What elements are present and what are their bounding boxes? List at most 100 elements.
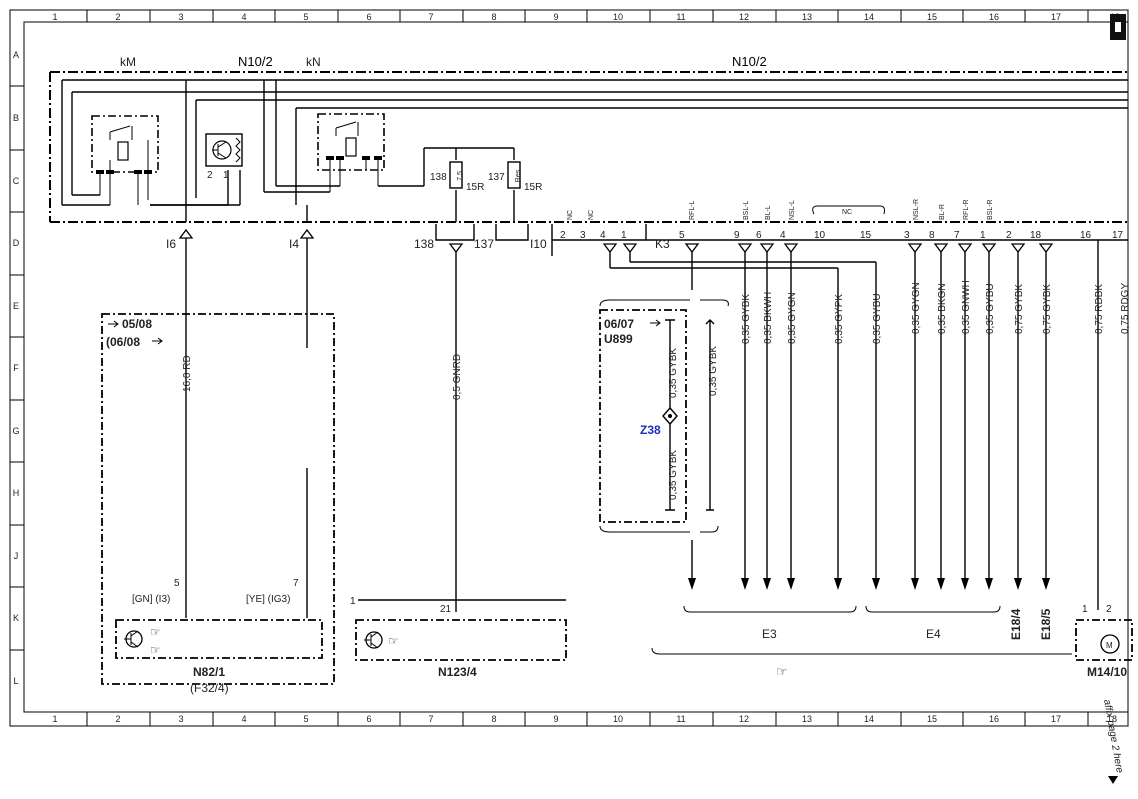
connector-138-icon	[448, 243, 464, 254]
grid-col-3: 3	[178, 12, 183, 22]
grid-col-5: 5	[303, 12, 308, 22]
relay-pin-1: 1	[223, 170, 229, 181]
z38-label: Z38	[640, 423, 661, 437]
grid-row-k: K	[13, 613, 19, 623]
pin-label-nc1: NC	[567, 210, 574, 220]
wire-05gnrd: 0,5 GNRD	[452, 354, 463, 400]
wire-12: 0,75 RDBK	[1094, 284, 1105, 334]
u899-wire-c: 0,35 GYBK	[708, 346, 719, 396]
wire-2: 0,35 BKWH	[763, 292, 774, 344]
grid-row-l: L	[13, 676, 18, 686]
grid-col-3-bottom: 3	[178, 714, 183, 724]
m14-pin-2: 2	[1106, 604, 1112, 615]
pin-16: 16	[1080, 230, 1092, 241]
m14-10-name: M14/10	[1087, 665, 1127, 679]
pin-6: 6	[756, 230, 762, 241]
connector-138: 138	[414, 237, 434, 251]
pin-4a: 4	[600, 230, 606, 241]
wire-3: 0,35 GYGN	[787, 292, 798, 344]
grid-row-e: E	[13, 301, 19, 311]
u899-wire-b: 0,35 GYBK	[668, 450, 679, 500]
grid-row-c: C	[13, 176, 20, 186]
grid-col-17-bottom: 17	[1051, 714, 1061, 724]
fuse-138-num: 138	[430, 172, 447, 183]
n82-to-date: (06/08	[106, 335, 140, 349]
pin-9: 9	[734, 230, 740, 241]
grid-col-4: 4	[241, 12, 246, 22]
u899-date: 06/07	[604, 317, 634, 331]
n82-pin-5: 5	[174, 578, 180, 589]
group-e18-5: E18/5	[1039, 608, 1053, 640]
fuse-138	[449, 161, 463, 189]
pin-label-nc2: NC	[588, 210, 595, 220]
grid-col-18-bottom: 18	[1107, 714, 1117, 724]
grid-col-12: 12	[739, 12, 749, 22]
grid-col-1: 1	[52, 12, 57, 22]
internal-wiring	[61, 79, 1128, 222]
grid-row-f: F	[13, 363, 19, 373]
grid-col-11: 11	[676, 12, 685, 22]
pin-4b: 4	[780, 230, 786, 241]
group-e3: E3	[762, 627, 777, 641]
pin-labels: NC NC RFL-L BSL-L BL-L NSL-L NC NSL-R BL…	[567, 199, 994, 220]
wire-13: 0,75 RDGY	[1120, 283, 1131, 334]
pin-3: 3	[580, 230, 586, 241]
down-arrow-icon	[1108, 776, 1118, 784]
wire-11: 0,75 GYBK	[1042, 284, 1053, 334]
transistor-module-icon	[205, 133, 243, 167]
grid-col-13: 13	[802, 12, 812, 22]
pin-label-rfl-r: RFL-R	[963, 199, 970, 220]
relay-pin-2: 2	[207, 170, 213, 181]
sheet-frame	[9, 9, 1129, 727]
grid-col-7-bottom: 7	[428, 714, 433, 724]
grid-col-5-bottom: 5	[303, 714, 308, 724]
pin-10: 10	[814, 230, 826, 241]
pin-17: 17	[1112, 230, 1124, 241]
grid-col-10-bottom: 10	[613, 714, 623, 724]
grid-row-g: G	[12, 426, 19, 436]
grid-col-1-bottom: 1	[52, 714, 57, 724]
fuse-138-value: 7,5	[457, 171, 464, 181]
pin-7: 7	[954, 230, 960, 241]
pin-label-bsl-l: BSL-L	[743, 200, 750, 220]
group-e18-4: E18/4	[1009, 608, 1023, 640]
wire-10: 0,75 GYBK	[1014, 284, 1025, 334]
connector-137: 137	[474, 237, 494, 251]
m14-pin-1: 1	[1082, 604, 1088, 615]
pin-15: 15	[860, 230, 872, 241]
grid-col-15: 15	[927, 12, 937, 22]
fuse-137-rel: 15R	[524, 182, 542, 193]
grid-col-11-bottom: 11	[676, 714, 685, 724]
grid-row-d: D	[13, 238, 20, 248]
n123-4-name: N123/4	[438, 665, 477, 679]
n82-1-sub: (F32/4)	[190, 681, 229, 695]
grid-row-h: H	[13, 488, 20, 498]
label-km: kM	[120, 55, 136, 69]
pin-18: 18	[1030, 230, 1042, 241]
grid-col-17: 17	[1051, 12, 1061, 22]
grid-col-13-bottom: 13	[802, 714, 812, 724]
grid-col-6: 6	[366, 12, 371, 22]
connector-i10: I10	[530, 237, 547, 251]
pin-label-rfl-l: RFL-L	[689, 200, 696, 220]
m14-10-module	[1075, 619, 1133, 661]
grid-col-14: 14	[864, 12, 874, 22]
grid-col-9-bottom: 9	[553, 714, 558, 724]
n82-1-box	[101, 313, 335, 685]
pin-8: 8	[929, 230, 935, 241]
n10-2-unit-outline	[49, 71, 1128, 223]
u899-code: U899	[604, 332, 633, 346]
pin-label-nsl-l: NSL-L	[789, 200, 796, 220]
connector-i6: I6	[166, 237, 176, 251]
connector-i4: I4	[289, 237, 299, 251]
pin-numbers: 2 3 4 1 5 9 6 4 10 15 3 8 7 1 2 18 16 17	[560, 230, 1124, 241]
grid-col-4-bottom: 4	[241, 714, 246, 724]
relay-kn	[317, 113, 385, 171]
pin-1a: 1	[621, 230, 627, 241]
grid-col-9: 9	[553, 12, 558, 22]
label-n10-2-left: N10/2	[238, 54, 273, 69]
connector-k3: K3	[655, 237, 670, 251]
pin-label-nsl-r: NSL-R	[913, 199, 920, 220]
variant-u899-box	[599, 309, 687, 523]
grid-col-16: 16	[989, 12, 999, 22]
